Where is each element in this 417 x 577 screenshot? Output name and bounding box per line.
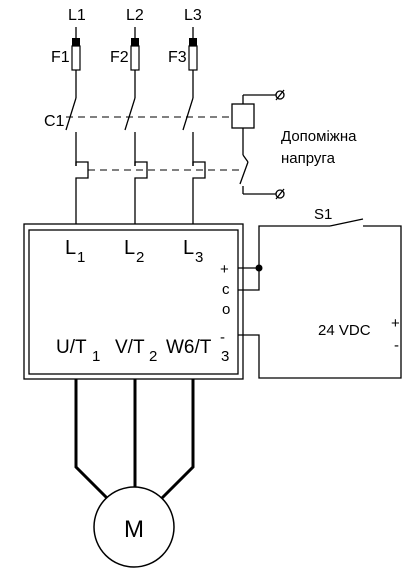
terminal-aux-bottom — [275, 188, 285, 200]
svg-text:U/T: U/T — [56, 337, 87, 358]
phase-wires-mid — [75, 70, 194, 98]
svg-text:2: 2 — [149, 348, 157, 365]
label-c1: C1 — [44, 113, 65, 130]
label-f3: F3 — [168, 49, 187, 66]
label-f1: F1 — [51, 49, 70, 66]
label-l1: L1 — [68, 7, 86, 24]
aux-voltage-line1: Допоміжна — [281, 128, 357, 145]
supply-minus: - — [394, 337, 399, 354]
aux-voltage-line2: напруга — [281, 150, 336, 167]
svg-text:1: 1 — [77, 249, 85, 266]
contactor-coil — [231, 94, 276, 195]
output-terminal-u: U/T 1 — [56, 337, 100, 365]
output-minus: - — [220, 329, 225, 346]
label-l3: L3 — [184, 7, 202, 24]
terminal-aux-top — [275, 89, 285, 101]
fuse-f1 — [71, 38, 81, 71]
svg-text:W6/T: W6/T — [166, 337, 212, 358]
output-terminal-v: V/T 2 — [115, 337, 157, 365]
label-f2: F2 — [110, 49, 129, 66]
svg-text:L: L — [65, 237, 76, 259]
svg-text:2: 2 — [136, 249, 144, 266]
label-s1: S1 — [314, 206, 332, 223]
svg-text:1: 1 — [92, 348, 100, 365]
supply-plus: + — [391, 315, 400, 332]
motor-label: M — [124, 516, 144, 543]
input-terminal-l2: L 2 — [124, 237, 144, 266]
control-o: o — [222, 301, 230, 318]
control-c: c — [222, 281, 230, 298]
overload-elements — [75, 161, 206, 230]
supply-label: 24 VDC — [318, 322, 371, 339]
svg-text:3: 3 — [221, 348, 229, 365]
phase-wires-top — [75, 27, 194, 38]
motor-wires — [74, 379, 195, 501]
fuse-f2 — [130, 38, 140, 71]
motor — [93, 486, 175, 568]
contactor-c1-contacts — [65, 97, 194, 166]
soft-starter — [23, 223, 244, 380]
label-l2: L2 — [126, 7, 144, 24]
svg-text:3: 3 — [195, 249, 203, 266]
svg-text:V/T: V/T — [115, 337, 145, 358]
input-terminal-l3: L 3 — [183, 237, 203, 266]
input-terminal-l1: L 1 — [65, 237, 85, 266]
svg-text:L: L — [183, 237, 194, 259]
svg-text:L: L — [124, 237, 135, 259]
control-plus: + — [220, 261, 229, 278]
fuse-f3 — [188, 38, 198, 71]
output-terminal-w: W6/T 3 — [166, 337, 229, 365]
control-wiring — [238, 218, 402, 379]
